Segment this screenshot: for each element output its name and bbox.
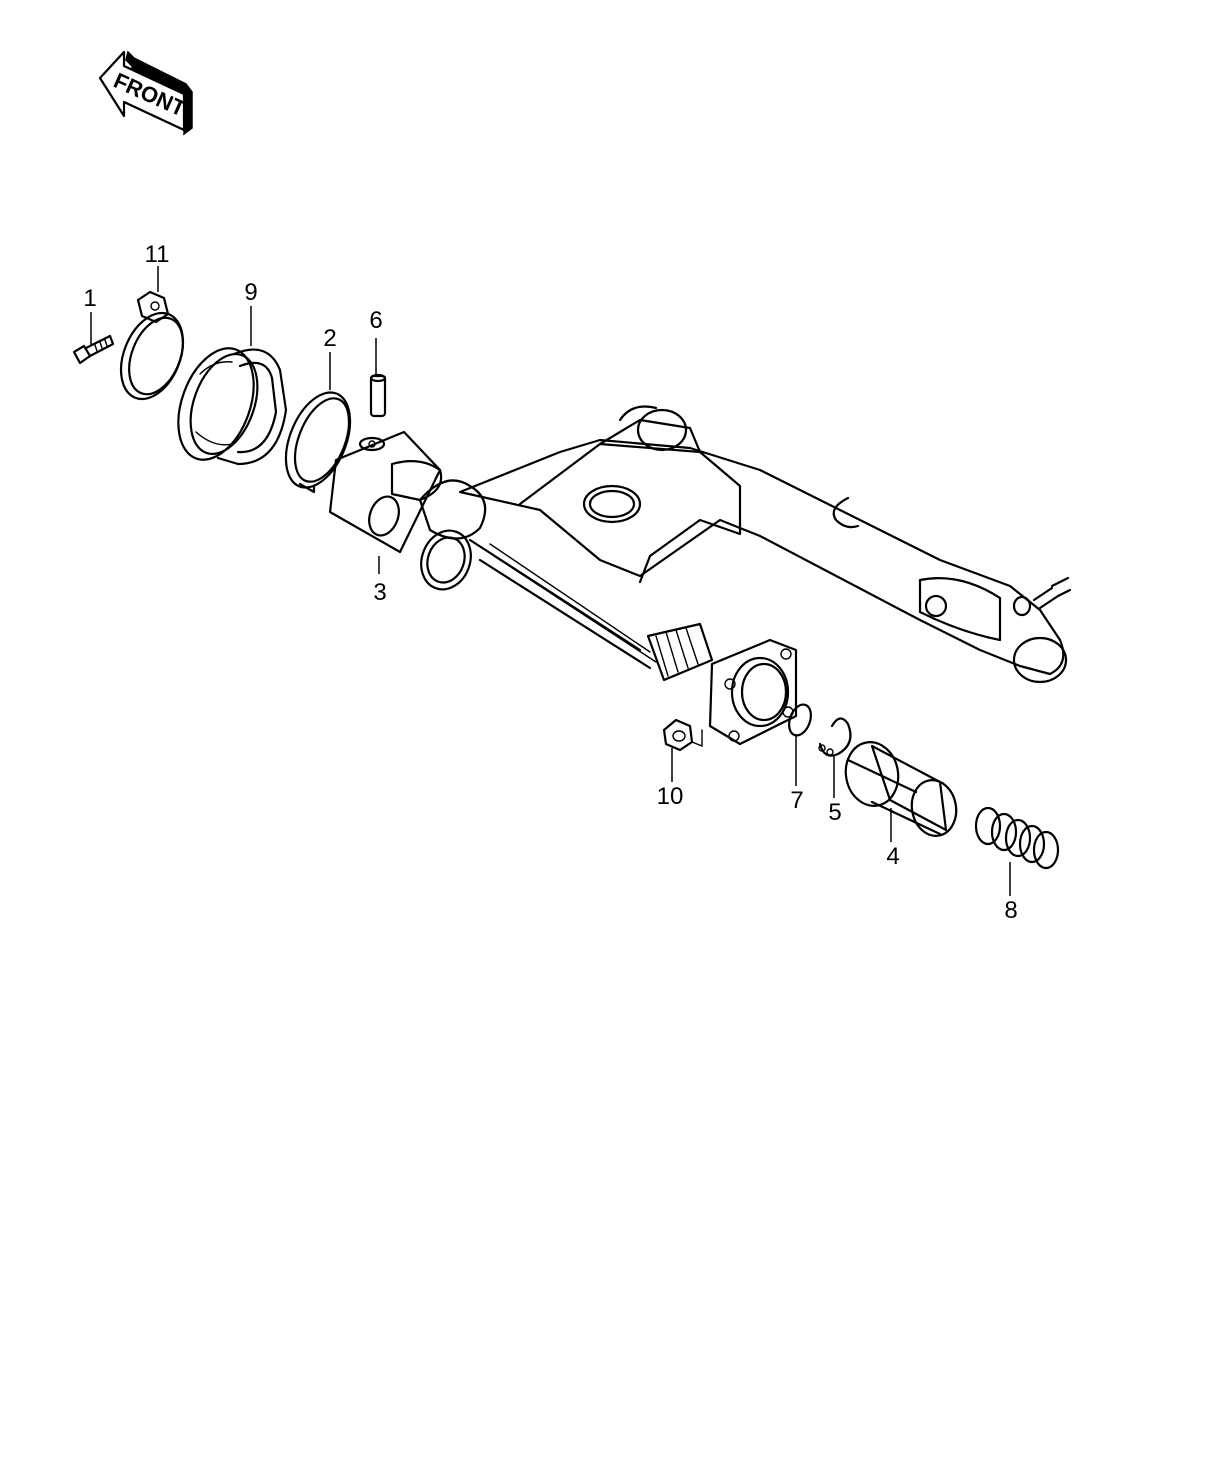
part-9-boot — [177, 347, 288, 466]
part-11-clamp — [119, 290, 185, 401]
part-6-pin — [369, 373, 387, 418]
part-2-ring — [284, 391, 352, 494]
callout-10: 10 — [657, 783, 684, 810]
callout-11: 11 — [145, 241, 170, 268]
callout-6: 6 — [369, 307, 382, 334]
callout-4: 4 — [886, 843, 899, 870]
part-3-swingarm-driveshaft — [328, 405, 1072, 746]
part-1-bolt — [72, 334, 115, 365]
callout-5: 5 — [828, 799, 841, 826]
callout-7: 7 — [790, 787, 803, 814]
part-5-circlip — [818, 717, 852, 757]
part-10-nut — [662, 718, 703, 752]
front-arrow-icon — [98, 50, 186, 132]
callout-2: 2 — [323, 325, 336, 352]
part-8-spring — [974, 806, 1060, 870]
callout-1: 1 — [83, 285, 96, 312]
part-4-sleeve — [844, 741, 958, 837]
callout-9: 9 — [244, 279, 257, 306]
leader-lines — [90, 266, 1011, 896]
callout-8: 8 — [1004, 897, 1017, 924]
callout-3: 3 — [373, 579, 386, 606]
callout-numbers: 1 11 9 2 6 3 10 7 5 4 8 — [83, 241, 1017, 924]
part-7-oring — [788, 703, 812, 737]
front-arrow-badge: FRONT — [98, 50, 193, 136]
